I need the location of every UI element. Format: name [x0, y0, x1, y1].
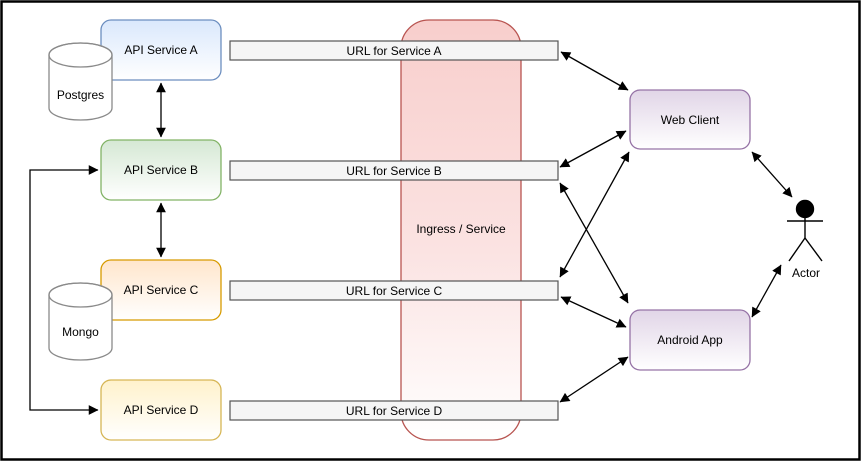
- service-d-label: API Service D: [124, 403, 199, 417]
- android-app-label: Android App: [657, 333, 723, 347]
- arrow-web-client-actor: [751, 151, 793, 198]
- arrow-url-d-android-app: [559, 356, 629, 403]
- actor-right-leg: [804, 237, 823, 262]
- service-c-node: API Service C: [100, 259, 222, 321]
- android-app-node: Android App: [629, 309, 751, 371]
- service-d-node: API Service D: [100, 379, 222, 441]
- postgres-database-cylinder: Postgres: [48, 42, 113, 121]
- url-bar-b-label: URL for Service B: [346, 164, 442, 178]
- url-bar-c-label: URL for Service C: [346, 284, 443, 298]
- mongo-cylinder-top: [48, 282, 113, 308]
- mongo-database-cylinder: Mongo: [48, 282, 113, 361]
- web-client-label: Web Client: [661, 113, 720, 127]
- ingress-label: Ingress / Service: [416, 222, 506, 236]
- postgres-cylinder-body: [48, 42, 113, 121]
- service-a-node: API Service A: [100, 19, 222, 81]
- mongo-cylinder-body: [48, 282, 113, 361]
- url-bar-service-a: URL for Service A: [229, 40, 559, 61]
- url-bar-service-d: URL for Service D: [229, 400, 559, 421]
- url-bar-b-box: [229, 160, 559, 181]
- url-bar-c-box: [229, 280, 559, 301]
- service-d-box: [100, 379, 222, 441]
- android-app-box: [629, 309, 751, 371]
- web-client-box: [629, 89, 751, 150]
- url-bar-a-box: [229, 40, 559, 61]
- actor-label: Actor: [792, 266, 820, 280]
- url-bar-d-box: [229, 400, 559, 421]
- arrow-url-c-web-client: [559, 151, 630, 278]
- postgres-label: Postgres: [57, 88, 104, 102]
- actor-head: [795, 199, 815, 219]
- url-bar-service-b: URL for Service B: [229, 160, 559, 181]
- actor-left-leg: [788, 237, 806, 262]
- url-bar-d-label: URL for Service D: [346, 404, 443, 418]
- service-b-node: API Service B: [100, 139, 222, 201]
- postgres-cylinder-top: [48, 42, 113, 68]
- arrow-android-app-actor: [751, 264, 782, 318]
- url-bar-service-c: URL for Service C: [229, 280, 559, 301]
- service-b-box: [100, 139, 222, 201]
- arrow-url-a-web-client: [560, 51, 629, 91]
- service-c-label: API Service C: [124, 283, 199, 297]
- mongo-label: Mongo: [62, 325, 99, 339]
- web-client-node: Web Client: [629, 89, 751, 150]
- service-a-label: API Service A: [124, 43, 197, 57]
- arrow-url-c-android-app: [560, 296, 627, 328]
- arrow-fork-service-b-service-d: [29, 165, 99, 415]
- actor-figure: [787, 199, 823, 262]
- ingress-zone: [400, 19, 522, 441]
- service-b-label: API Service B: [124, 163, 198, 177]
- url-bar-a-label: URL for Service A: [347, 44, 442, 58]
